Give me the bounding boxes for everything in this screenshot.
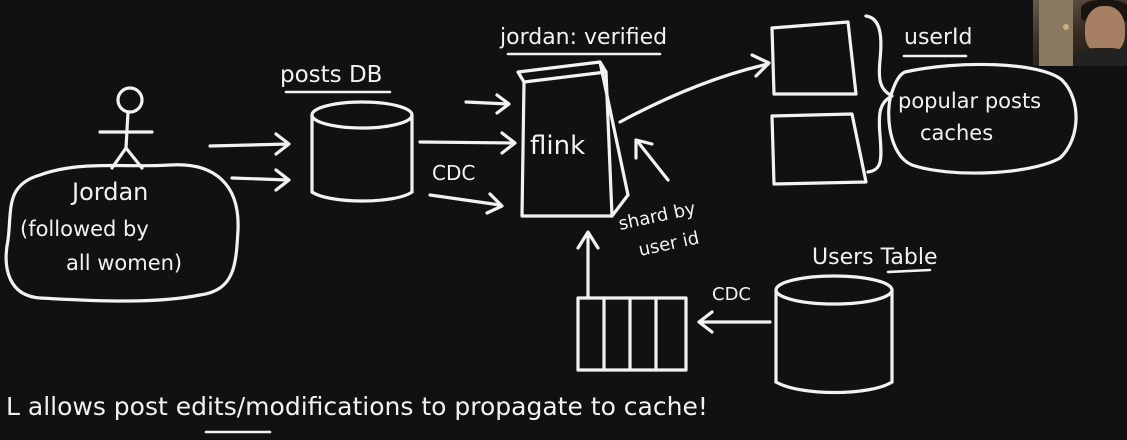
users-table-label: Users Table bbox=[812, 245, 938, 270]
followed-by-line2: all women) bbox=[66, 251, 182, 275]
jordan-cloud bbox=[4, 163, 240, 303]
jordan-verified-label: jordan: verified bbox=[499, 25, 667, 50]
flink-label: flink bbox=[530, 131, 585, 161]
cdc-top-label: CDC bbox=[432, 161, 475, 185]
queue-to-flink-arrow bbox=[576, 230, 600, 298]
footer-note: L allows post edits/modifications to pro… bbox=[6, 392, 708, 421]
db-to-flink-arrows bbox=[418, 93, 517, 215]
flink-box bbox=[516, 60, 630, 218]
popular-posts-line2: caches bbox=[920, 121, 993, 145]
stick-figure-icon bbox=[98, 86, 154, 170]
users-to-queue-arrow bbox=[697, 310, 772, 334]
posts-db-label: posts DB bbox=[280, 62, 382, 88]
webcam-overlay bbox=[1033, 0, 1127, 66]
queue-box bbox=[576, 296, 688, 372]
popular-posts-line1: popular posts bbox=[898, 89, 1041, 113]
users-table-cylinder bbox=[774, 274, 894, 395]
shard-by-line2: user id bbox=[637, 228, 701, 261]
popular-posts-cloud bbox=[887, 62, 1078, 175]
followed-by-line1: (followed by bbox=[20, 217, 149, 241]
cdc-bottom-label: CDC bbox=[712, 284, 751, 305]
shard-arrow bbox=[634, 138, 670, 182]
user-id-label: userId bbox=[904, 25, 972, 50]
cache-box-top bbox=[770, 20, 858, 96]
posts-db-cylinder bbox=[310, 100, 414, 203]
jordan-label: Jordan bbox=[70, 178, 148, 206]
cache-box-bottom bbox=[770, 112, 868, 186]
cache-brace bbox=[864, 14, 894, 174]
flink-to-cache-arrow bbox=[618, 53, 771, 124]
user-to-db-arrows bbox=[208, 132, 291, 192]
